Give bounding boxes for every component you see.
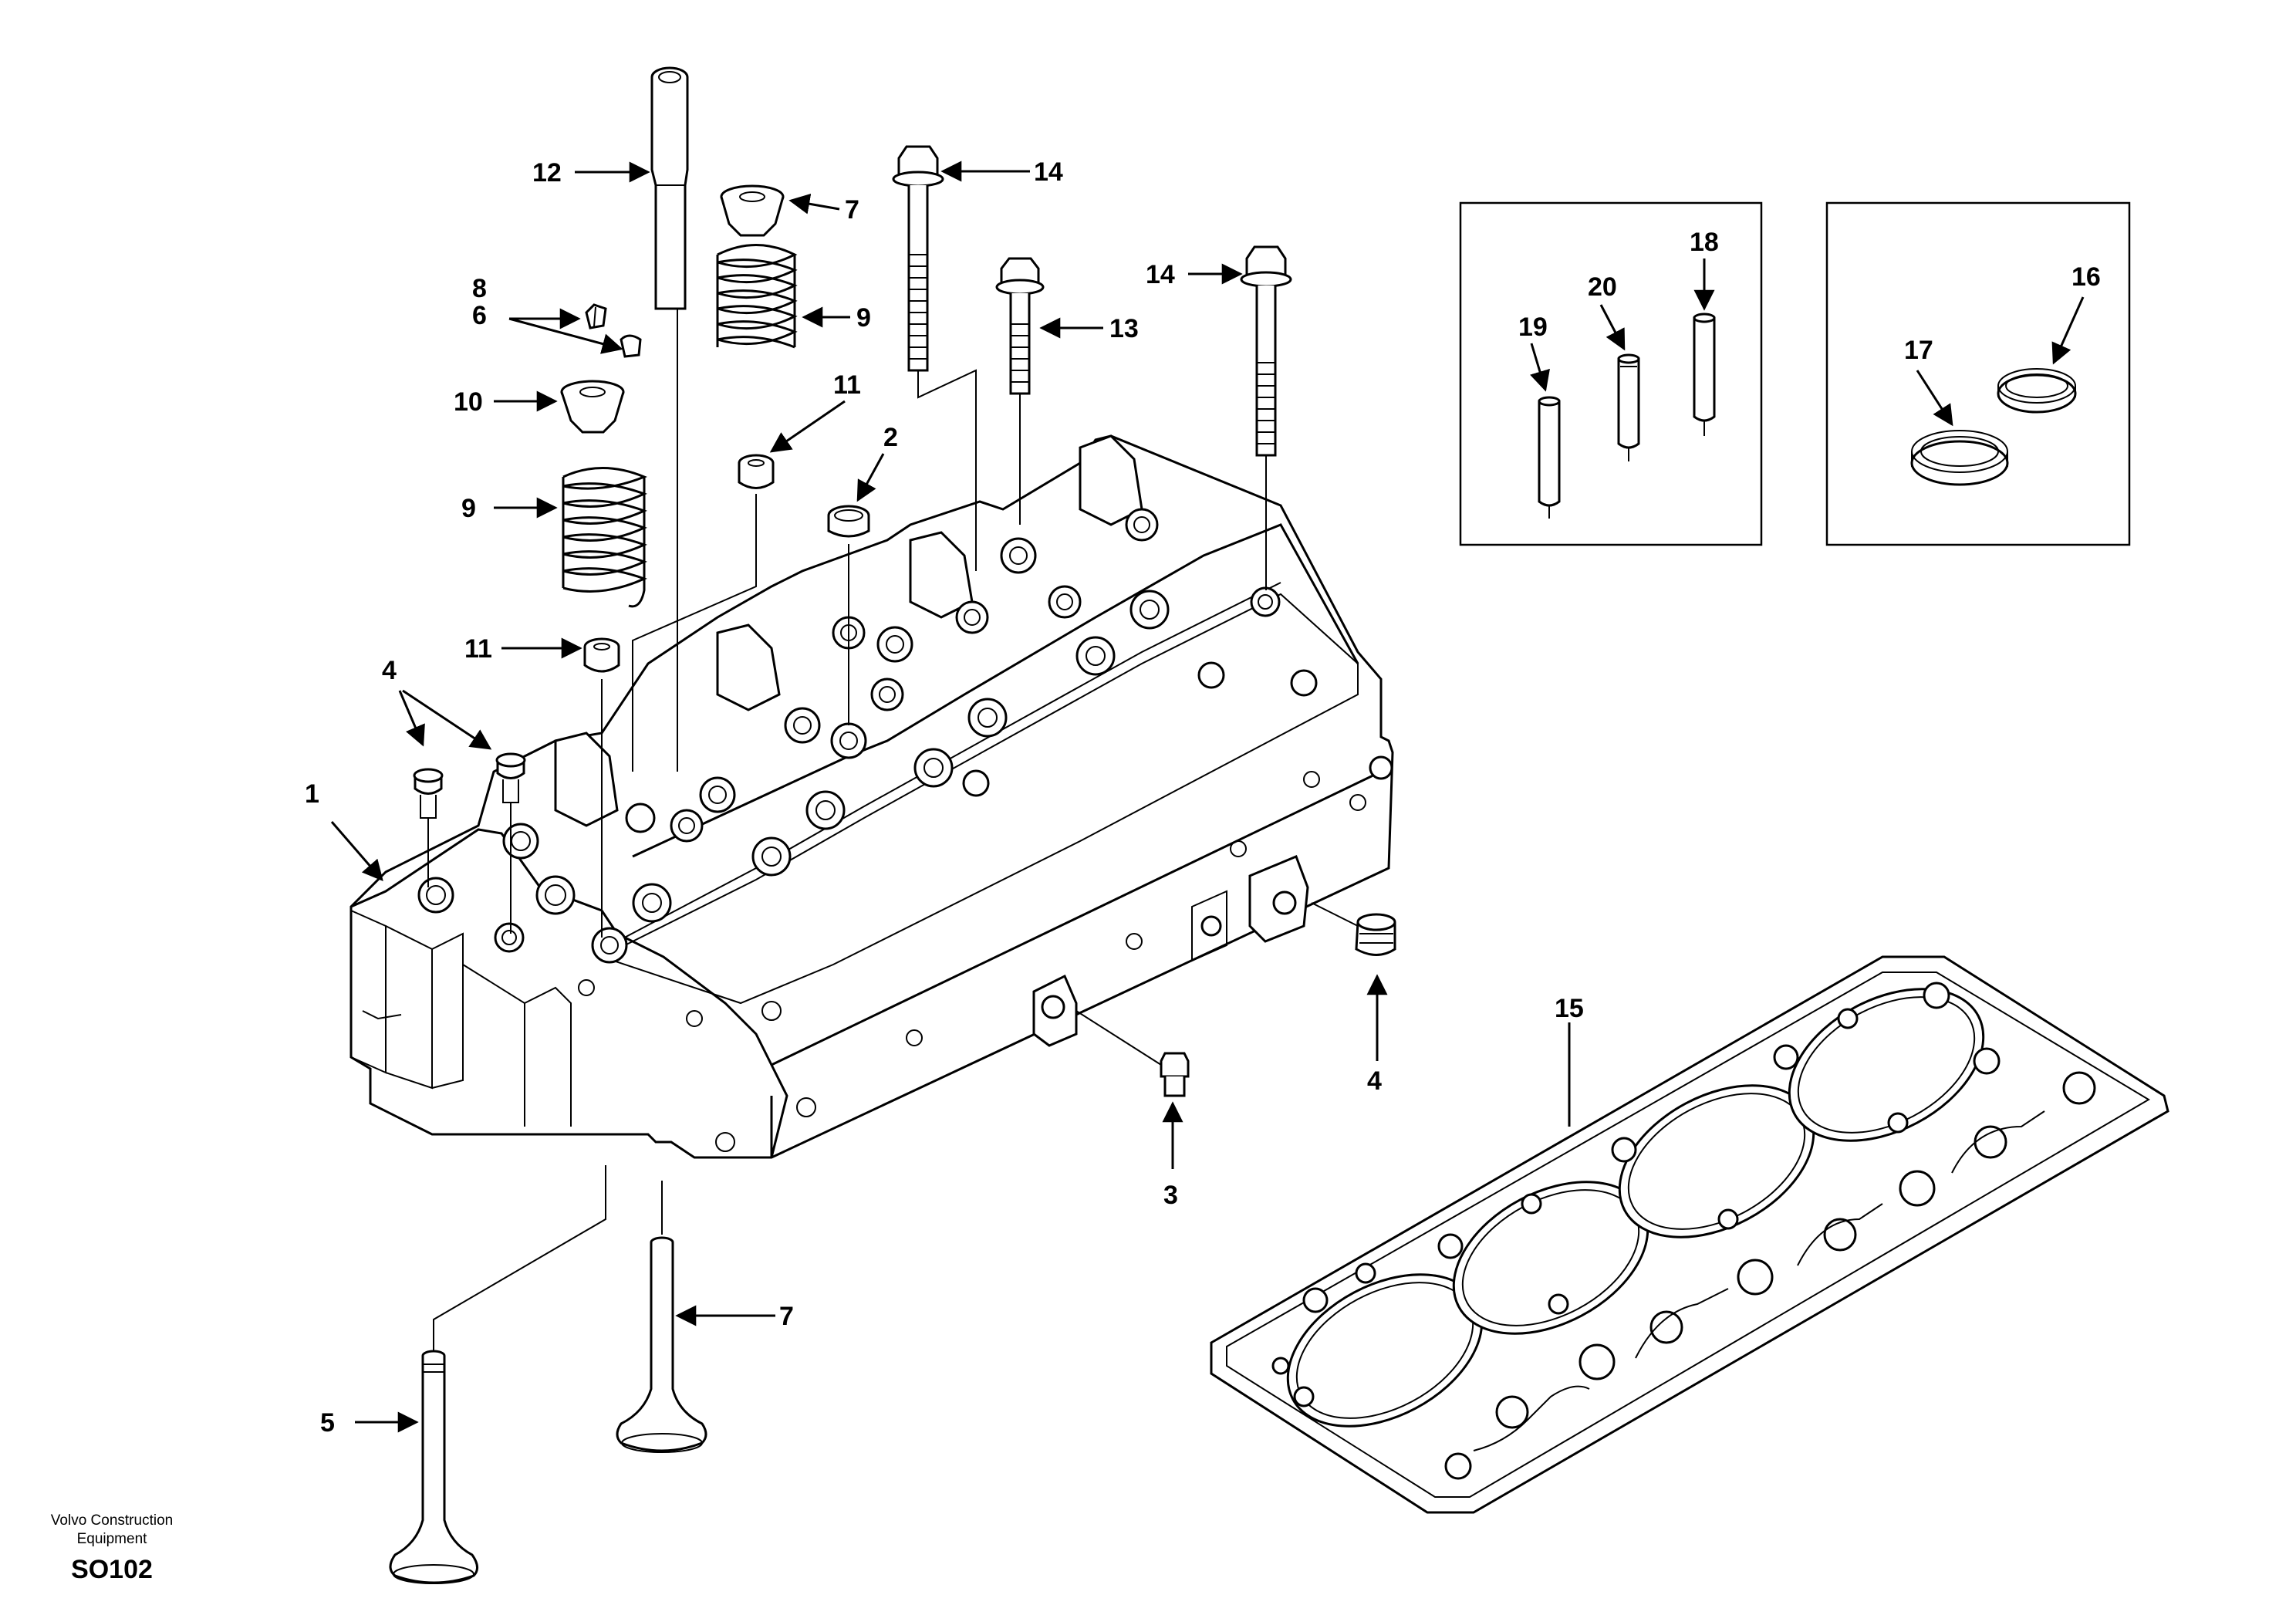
part-9-spring-upper: [716, 244, 798, 349]
label-5: 5: [320, 1408, 335, 1438]
label-8: 8: [472, 274, 487, 303]
label-18: 18: [1690, 228, 1719, 257]
brand-line-2: Equipment: [77, 1531, 148, 1547]
part-2-sleeve: [827, 505, 870, 725]
part-7-retainer: [720, 184, 785, 237]
label-14-left: 14: [1034, 157, 1063, 187]
label-7-top: 7: [845, 195, 859, 225]
part-11-seal-upper: [632, 454, 775, 772]
label-1: 1: [305, 779, 319, 809]
part-11-seal-lower: [583, 637, 620, 938]
part-12-tube: [650, 66, 689, 772]
part-number-labels: 1 2 3 4 4 5 6 7 7 8 9 9 10 11 11 12 13 1…: [305, 157, 2101, 1438]
head-gasket: [1210, 955, 2169, 1514]
drawing-code: SO102: [71, 1555, 153, 1584]
label-16: 16: [2071, 262, 2101, 292]
part-4-plug-right: [1311, 902, 1396, 956]
part-4-plugs-left: [413, 752, 526, 934]
part-10-retainer: [560, 380, 625, 434]
footer-brand: Volvo Construction Equipment SO102: [51, 1512, 173, 1584]
brand-line-1: Volvo Construction: [51, 1512, 173, 1529]
label-11-top: 11: [833, 370, 861, 400]
part-14-bolt-right: [1240, 245, 1292, 590]
label-3: 3: [1163, 1181, 1178, 1210]
label-15: 15: [1555, 994, 1584, 1023]
label-17: 17: [1904, 336, 1933, 365]
part-9-spring-lower: [562, 467, 647, 608]
cylinder-head: [349, 434, 1394, 1159]
label-19: 19: [1518, 313, 1548, 342]
label-7-bottom: 7: [779, 1302, 794, 1331]
label-2: 2: [883, 423, 898, 452]
part-3-plug: [1075, 1010, 1190, 1097]
part-13-bolt: [995, 257, 1045, 525]
part-7-valve: [616, 1181, 707, 1453]
inset-box-seats: [1825, 201, 2131, 546]
head-holes: [417, 508, 1393, 1152]
leader-arrows: [330, 161, 2085, 1433]
label-4-right: 4: [1367, 1066, 1382, 1096]
label-11-bottom: 11: [464, 634, 492, 664]
label-6: 6: [472, 301, 487, 330]
part-14-bolt-left: [892, 145, 977, 571]
label-10: 10: [454, 387, 483, 417]
label-20: 20: [1588, 272, 1617, 302]
part-5-valve: [389, 1165, 606, 1584]
label-9-bottom: 9: [461, 494, 476, 523]
label-4-left: 4: [382, 656, 397, 685]
label-9-top: 9: [856, 303, 871, 333]
inset-box-guides: [1459, 201, 1763, 546]
label-12: 12: [532, 158, 562, 188]
part-8-6-collets: [585, 303, 642, 358]
label-14-right: 14: [1146, 260, 1175, 289]
label-13: 13: [1109, 314, 1139, 343]
